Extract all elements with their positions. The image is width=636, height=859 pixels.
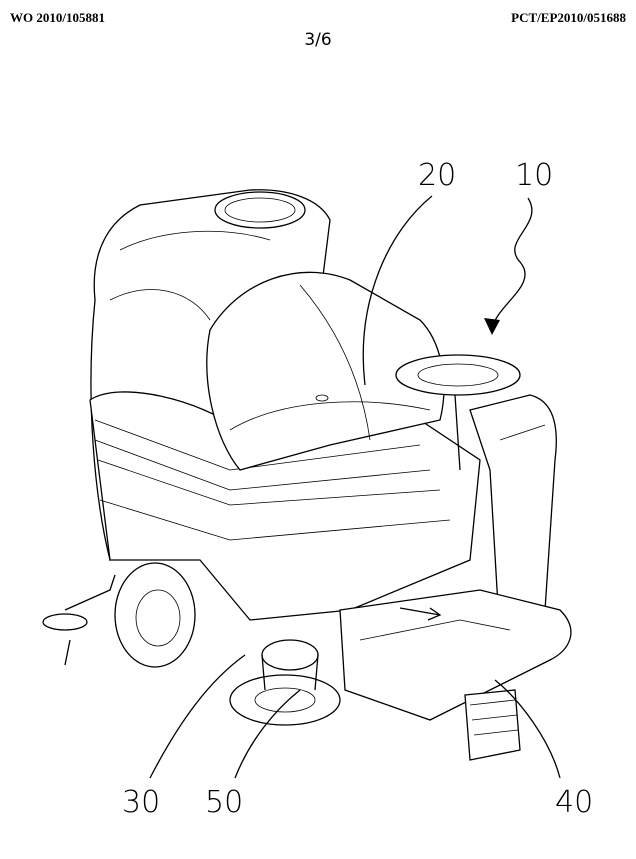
leader-line-30 bbox=[150, 655, 245, 778]
arrowhead-10 bbox=[484, 318, 500, 335]
reference-numeral-10: 10 bbox=[515, 158, 553, 193]
reference-numeral-30: 30 bbox=[122, 785, 160, 820]
floor-scrubber-drawing bbox=[43, 190, 571, 760]
leader-line-10 bbox=[492, 198, 532, 330]
reference-numeral-40: 40 bbox=[555, 785, 593, 820]
reference-numeral-20: 20 bbox=[418, 158, 456, 193]
reference-numeral-50: 50 bbox=[205, 785, 243, 820]
